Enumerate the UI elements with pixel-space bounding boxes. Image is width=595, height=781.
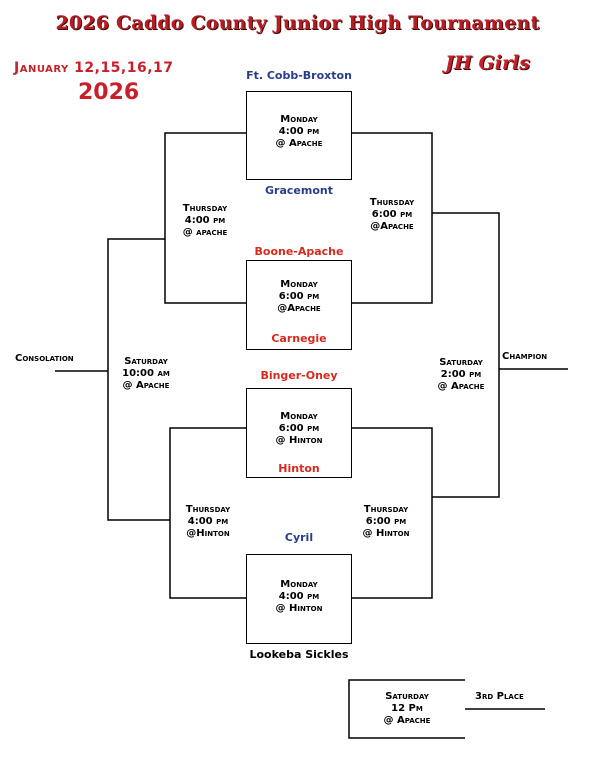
game-4-day: Monday [280,579,318,590]
team-cyril: Cyril [284,531,314,544]
bracket-line-bottom-right [352,427,433,599]
tournament-title: 2026 Caddo County Junior High Tournament [55,12,540,34]
division-label: JH Girls [445,52,530,74]
game-third-place: Saturday 12 Pm @ Apache [383,691,431,726]
game-box-4: Monday 4:00 pm @ Hinton [246,554,352,644]
bracket-line-top-left [164,132,246,304]
bracket-line-third-place [348,679,465,739]
team-hinton: Hinton [278,462,320,475]
game-2-site: @Apache [277,303,321,314]
team-boone-apache: Boone-Apache [254,245,344,258]
game-consolation-final: Saturday 10:00 am @ Apache [122,356,170,391]
game-championship-final: Saturday 2:00 pm @ Apache [437,357,485,392]
game-1-time: 4:00 pm [278,126,320,137]
game-3-day: Monday [280,411,318,422]
team-carnegie: Carnegie [271,332,327,345]
tournament-dates: January 12,15,16,17 [14,60,174,76]
game-semi-top-winner: Thursday 6:00 pm @Apache [369,197,415,232]
game-semi-bottom-consolation: Thursday 4:00 pm @Hinton [185,504,231,539]
game-2-time: 6:00 pm [278,291,320,302]
game-3-site: @ Hinton [275,435,323,446]
champion-label: Champion [502,351,548,362]
team-gracemont: Gracemont [265,184,333,197]
third-place-label: 3rd Place [475,691,524,702]
game-semi-top-consolation: Thursday 4:00 pm @ apache [182,203,228,238]
bracket-line-top-right [352,132,433,304]
consolation-label: Consolation [15,353,74,364]
game-1-site: @ Apache [275,138,323,149]
game-1-day: Monday [280,114,318,125]
game-4-time: 4:00 pm [278,591,320,602]
game-box-2: Monday 6:00 pm @Apache [246,260,352,350]
game-4-site: @ Hinton [275,603,323,614]
bracket-line-bottom-left [169,427,246,599]
bracket-line-championship [432,212,500,498]
team-ft-cobb-broxton: Ft. Cobb-Broxton [246,69,352,82]
team-lookeba-sickles: Lookeba Sickles [249,648,349,661]
team-binger-oney: Binger-Oney [260,369,338,382]
game-3-time: 6:00 pm [278,423,320,434]
game-box-1: Monday 4:00 pm @ Apache [246,91,352,180]
bracket-line-consolation [107,238,170,521]
game-semi-bottom-winner: Thursday 6:00 pm @ Hinton [362,504,410,539]
tournament-year: 2026 [78,80,140,105]
game-box-3: Monday 6:00 pm @ Hinton [246,388,352,478]
game-2-day: Monday [280,279,318,290]
